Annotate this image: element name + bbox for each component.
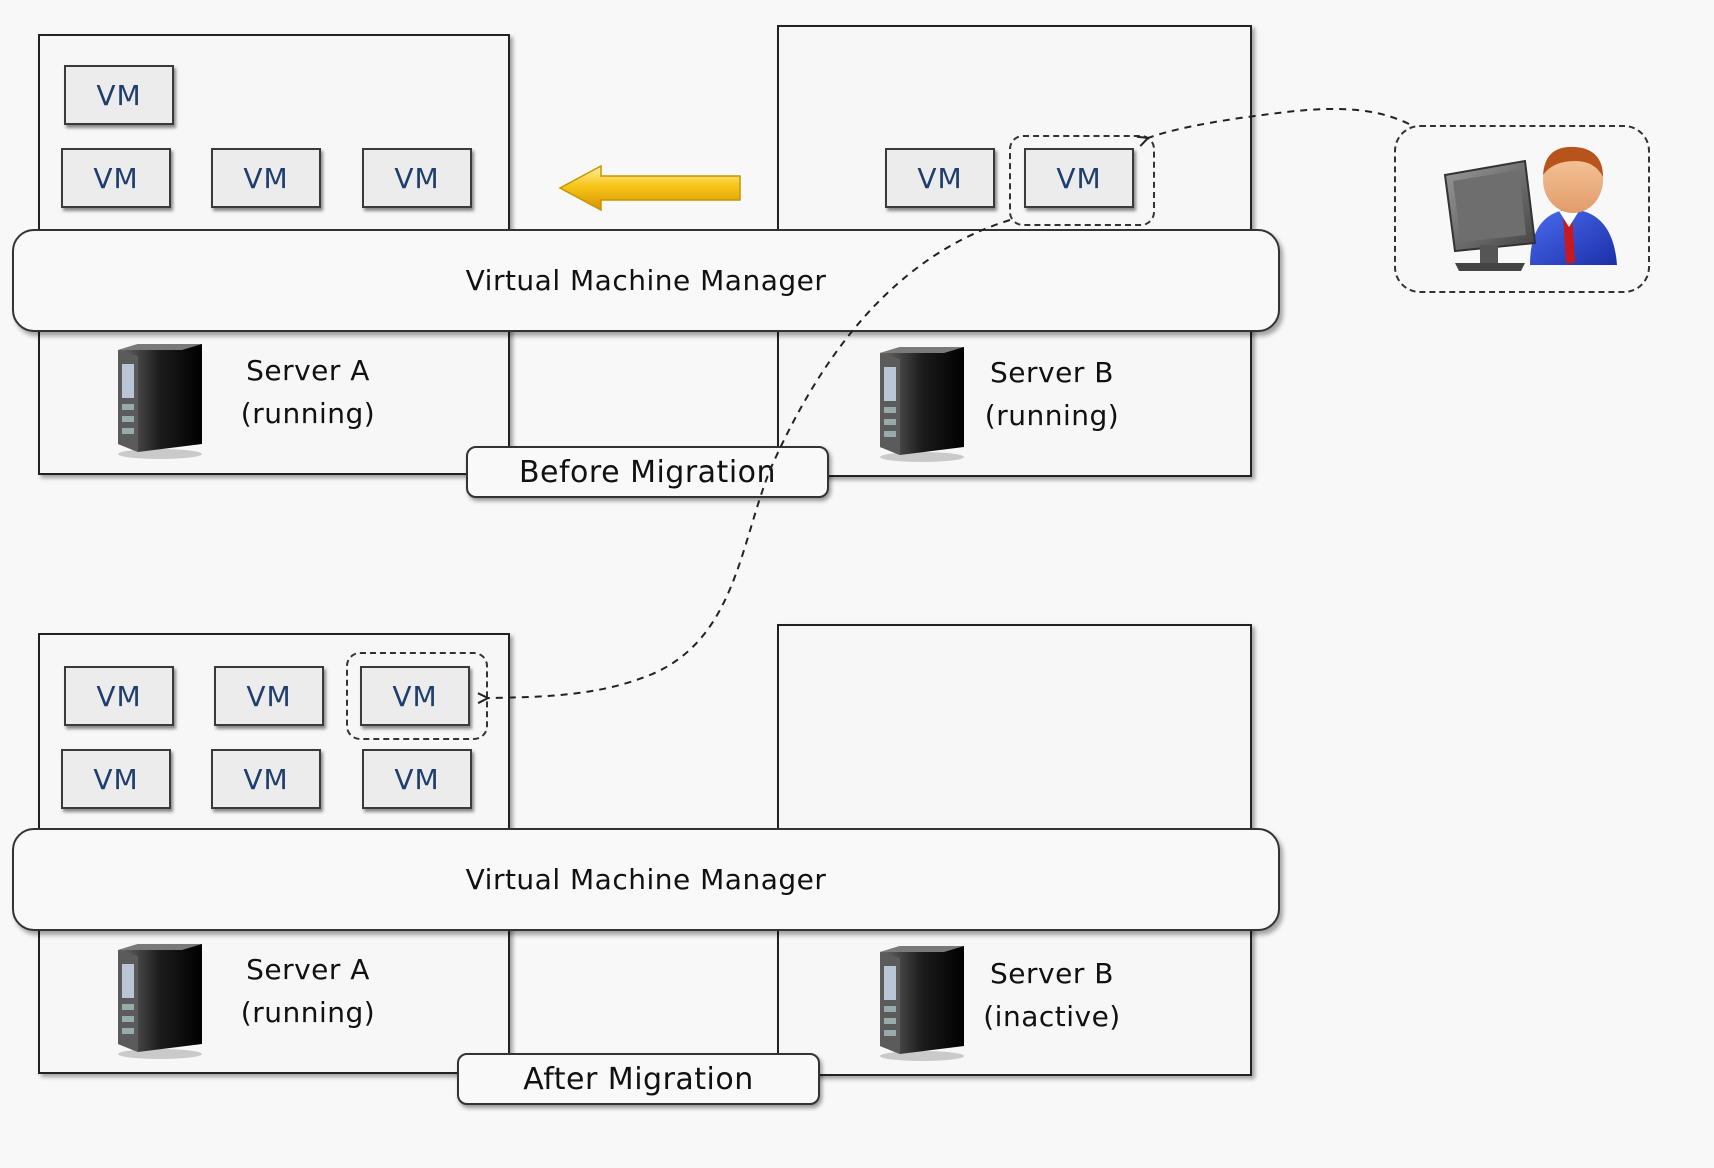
before-server-a-label: Server A (running): [208, 349, 408, 435]
before-server-a-vm: VM: [211, 148, 321, 208]
before-server-b-vm: VM: [885, 148, 995, 208]
after-migration-label: After Migration: [457, 1053, 820, 1105]
before-server-a-vm: VM: [64, 65, 174, 125]
after-server-a-vm: VM: [211, 749, 321, 809]
after-server-a-vm: VM: [61, 749, 171, 809]
administrator-box: [1394, 125, 1650, 293]
before-vmm-layer: Virtual Machine Manager: [12, 229, 1280, 332]
after-server-a-vm: VM: [362, 749, 472, 809]
before-migration-label: Before Migration: [466, 446, 829, 498]
server-name: Server A: [246, 354, 370, 387]
server-name: Server B: [990, 356, 1114, 389]
after-server-a-vm: VM: [214, 666, 324, 726]
server-status: (running): [240, 996, 376, 1029]
after-vmm-layer: Virtual Machine Manager: [12, 828, 1280, 931]
before-server-b-migrating-vm: VM: [1024, 148, 1134, 208]
after-server-a-vm: VM: [64, 666, 174, 726]
server-name: Server A: [246, 953, 370, 986]
before-server-a-vm: VM: [61, 148, 171, 208]
server-status: (running): [984, 399, 1120, 432]
after-server-b-label: Server B (inactive): [952, 952, 1152, 1038]
after-server-a-migrated-vm: VM: [360, 666, 470, 726]
migrating-vm-selection: [1009, 135, 1155, 226]
before-server-b-label: Server B (running): [952, 351, 1152, 437]
control-dashed-arrow: [1148, 108, 1410, 138]
before-server-a-vm: VM: [362, 148, 472, 208]
administrator-at-computer-icon: [1443, 146, 1617, 271]
migration-arrow-icon: [558, 164, 741, 212]
after-server-a-label: Server A (running): [208, 948, 408, 1034]
server-status: (running): [240, 397, 376, 430]
server-name: Server B: [990, 957, 1114, 990]
migration-dashed-arrow: [488, 219, 1011, 698]
server-status: (inactive): [983, 1000, 1121, 1033]
